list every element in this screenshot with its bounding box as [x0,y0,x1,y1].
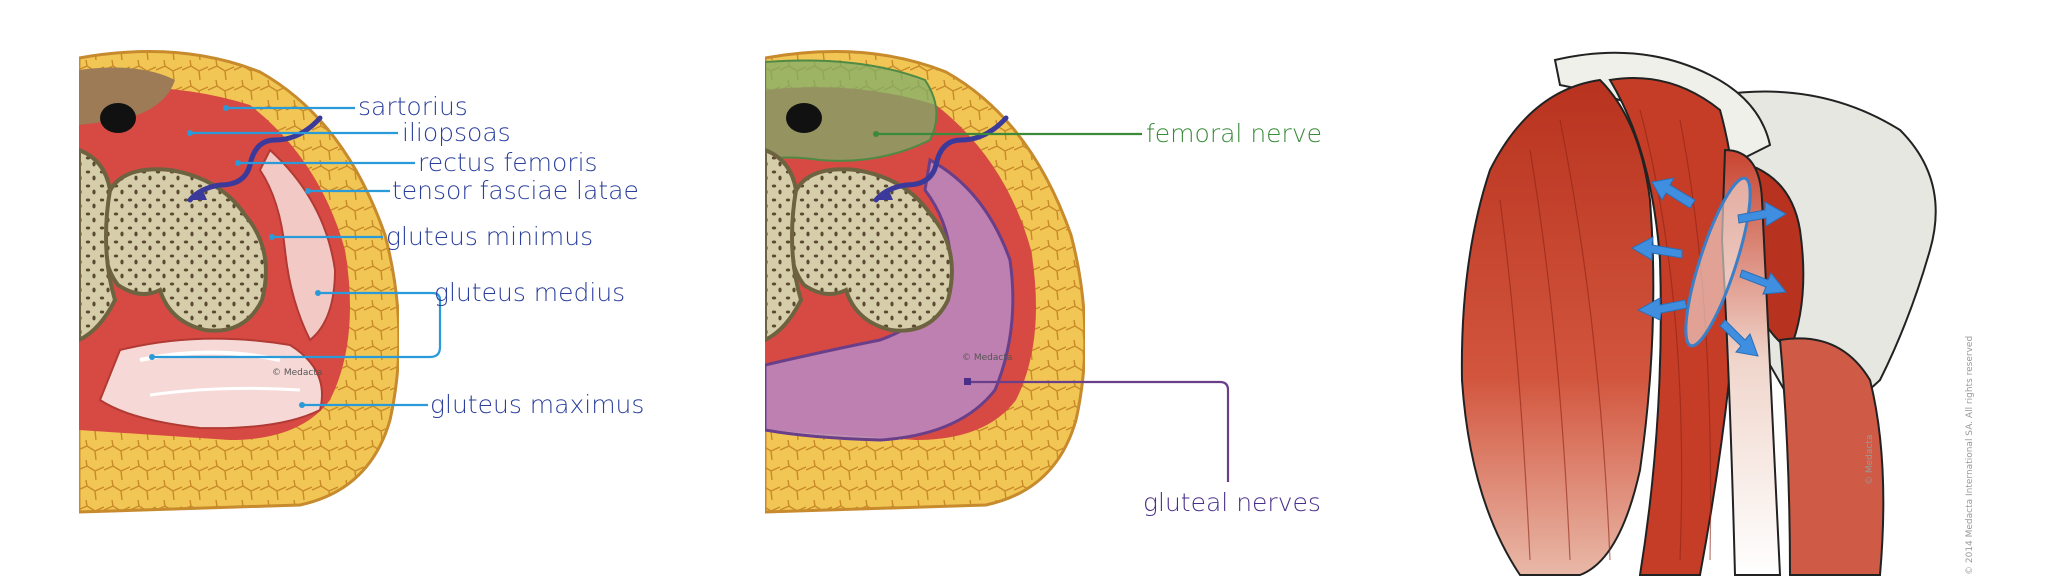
watermark-2: © Medacta [962,353,1012,363]
label-gluteus-minimus: gluteus minimus [386,222,593,251]
femoral-head-bone [101,167,268,333]
copyright-note: © 2014 Medacta International SA. All rig… [1965,336,1975,575]
approach-arrowhead [190,188,207,200]
label-femoral-nerve: femoral nerve [1146,119,1322,148]
watermark-3: © Medacta [1865,435,1875,485]
acetabulum-bone [765,147,804,343]
label-iliopsoas: iliopsoas [402,118,511,147]
watermark-1: © Medacta [272,368,322,378]
label-gluteal-nerves: gluteal nerves [1143,488,1321,517]
surgical-interval [1684,176,1752,348]
acetabulum-bone [79,147,118,343]
label-rectus-femoris: rectus femoris [418,148,598,177]
cross-section-nerves: © Medacta femoral nerve gluteal nerves [765,50,1322,517]
femoral-vessel [100,103,136,133]
label-tensor-fasciae-latae: tensor fasciae latae [392,176,639,205]
leader-lines-muscles [149,105,442,408]
femoral-vessel [786,103,822,133]
tendon-streak [149,386,301,397]
approach-path [873,115,1009,203]
expansion-arrows [1630,177,1787,357]
cross-section-muscles: © Medacta sartorius iliopsoas rectus fem… [79,50,644,514]
label-gluteus-medius: gluteus medius [434,278,625,307]
label-gluteus-maximus: gluteus maximus [430,390,644,419]
label-sartorius: sartorius [358,92,468,121]
approach-path [187,115,323,203]
hip-muscle-illustration: © Medacta © 2014 Medacta International S… [1460,51,1975,576]
leader-lines-nerves [873,131,1230,482]
gluteus-maximus-region [98,337,323,430]
approach-arrowhead [876,188,893,200]
femoral-head-bone [787,167,954,333]
femoral-nerve-territory [765,59,938,162]
gluteus-maximus-muscle [1460,78,1655,576]
vastus-muscle [1778,337,1885,576]
